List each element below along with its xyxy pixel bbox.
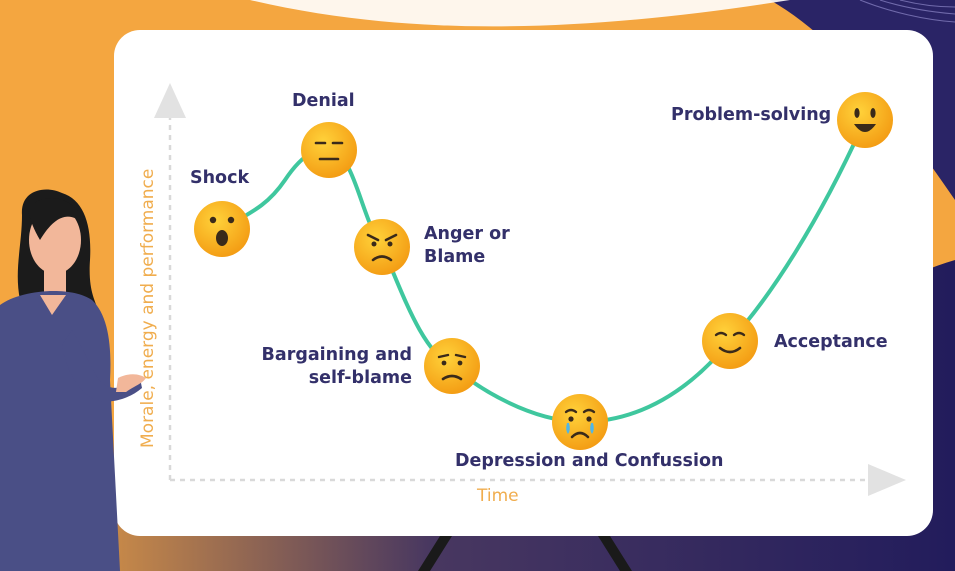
stage-label-shock: Shock <box>190 168 250 188</box>
stage-label-anger-line-1: Anger or <box>424 224 510 244</box>
stage-label-bargaining-line-2: self-blame <box>308 368 412 388</box>
stage-label-denial: Denial <box>292 91 355 111</box>
content-face-icon <box>702 313 758 369</box>
worried-face-icon <box>424 338 480 394</box>
stage-label-acceptance: Acceptance <box>774 332 888 352</box>
neutral-face-icon <box>301 122 357 178</box>
stage-label-depression: Depression and Confussion <box>455 451 724 471</box>
stage-label-bargaining: Bargaining and self-blame <box>262 344 412 390</box>
stage-label-bargaining-line-1: Bargaining and <box>261 345 412 365</box>
stage-label-anger: Anger or Blame <box>424 223 510 269</box>
stage-label-anger-line-2: Blame <box>424 247 486 267</box>
grinning-face-icon <box>837 92 893 148</box>
x-axis-arrow <box>868 464 906 496</box>
stage-label-problem-solving: Problem-solving <box>671 105 832 125</box>
y-axis-label: Morale, energy and performance <box>138 168 158 448</box>
diagram-card <box>114 30 933 536</box>
surprised-face-icon <box>194 201 250 257</box>
x-axis-label: Time <box>477 486 519 506</box>
angry-face-icon <box>354 219 410 275</box>
crying-face-icon <box>552 394 608 450</box>
y-axis-arrow <box>154 83 186 118</box>
